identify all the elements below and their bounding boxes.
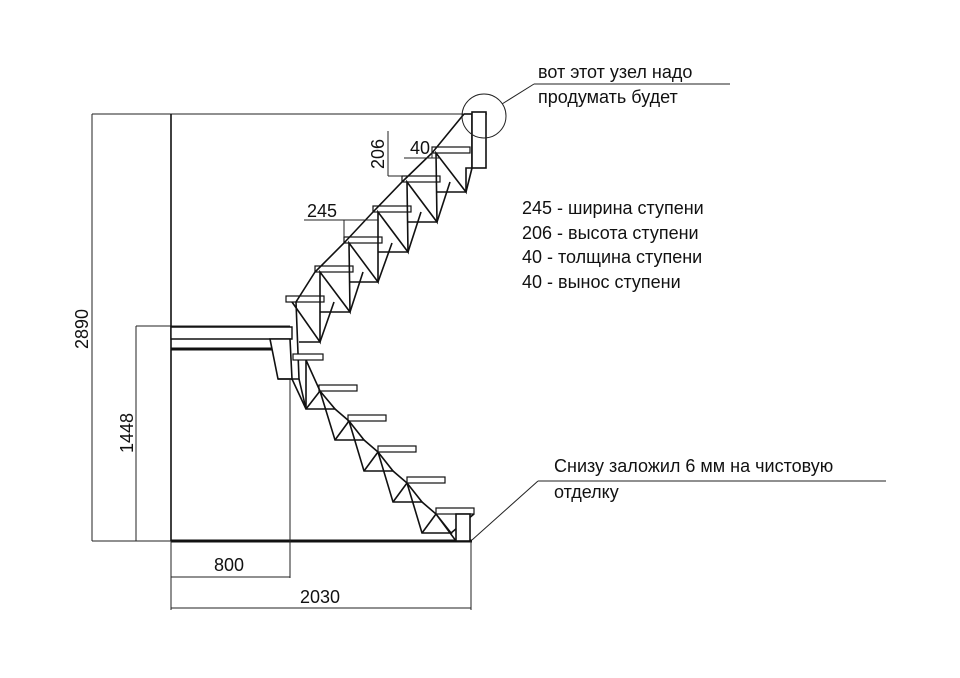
lower-flight [291,353,475,542]
bottom-callout-line1: Снизу заложил 6 мм на чистовую [554,456,833,476]
step-going-dimension: 245 [304,201,378,237]
top-callout: вот этот узел надо продумать будет [461,62,730,139]
total-length-label: 2030 [300,587,340,607]
landing-width-dimension: 800 [170,379,291,610]
legend: 245 - ширина ступени 206 - высота ступен… [522,198,704,292]
legend-line-3: 40 - толщина ступени [522,247,702,267]
step-going-label: 245 [307,201,337,221]
step-rise-dimension: 206 [368,131,402,177]
top-callout-line1: вот этот узел надо [538,62,692,82]
landing-height-dimension: 1448 [117,325,290,541]
total-length-dimension: 2030 [171,541,472,610]
landing-width-label: 800 [214,555,244,575]
detail-circle [461,93,507,139]
total-height-label: 2890 [72,309,92,349]
bottom-callout-line2: отделку [554,482,619,502]
legend-line-1: 245 - ширина ступени [522,198,704,218]
landing-height-label: 1448 [117,413,137,453]
legend-line-2: 206 - высота ступени [522,223,699,243]
step-nosing-label: 40 [410,138,430,158]
bottom-callout: Снизу заложил 6 мм на чистовую отделку [471,456,886,541]
landing-platform [170,326,293,380]
legend-line-4: 40 - вынос ступени [522,272,681,292]
step-rise-label: 206 [368,139,388,169]
step-nosing-dimension: 40 [404,138,440,159]
total-height-dimension: 2890 [72,113,487,542]
top-callout-line2: продумать будет [538,87,678,107]
upper-flight [278,111,487,380]
